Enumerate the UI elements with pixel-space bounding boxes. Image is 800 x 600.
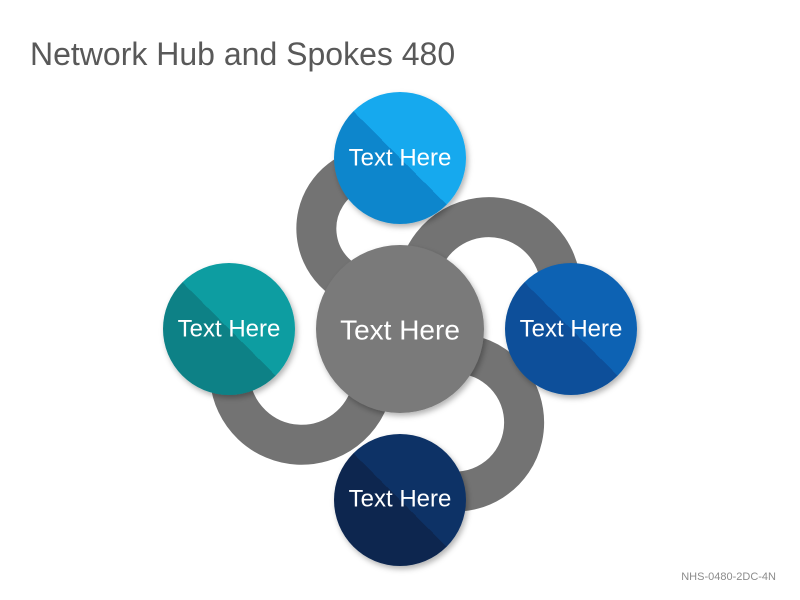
spoke-bottom-label: Text Here	[349, 486, 452, 513]
hub-label: Text Here	[340, 315, 460, 346]
spoke-left-circle	[163, 263, 295, 395]
spoke-right-circle	[505, 263, 637, 395]
hub-node: Text Here	[316, 245, 484, 413]
spoke-top-label: Text Here	[349, 145, 452, 172]
spoke-right-label: Text Here	[520, 316, 623, 343]
hub-circle	[316, 245, 484, 413]
spoke-top: Text Here	[334, 92, 466, 224]
spoke-bottom-circle	[334, 434, 466, 566]
slide-code: NHS-0480-2DC-4N	[681, 571, 776, 583]
connector-left	[210, 377, 392, 465]
spoke-top-circle	[334, 92, 466, 224]
connector-bottom	[435, 335, 545, 512]
spoke-left-label: Text Here	[178, 316, 281, 343]
spoke-right: Text Here	[505, 263, 637, 395]
spoke-bottom: Text Here	[334, 434, 466, 566]
spoke-left: Text Here	[163, 263, 295, 395]
page-title: Network Hub and Spokes 480	[30, 36, 456, 72]
